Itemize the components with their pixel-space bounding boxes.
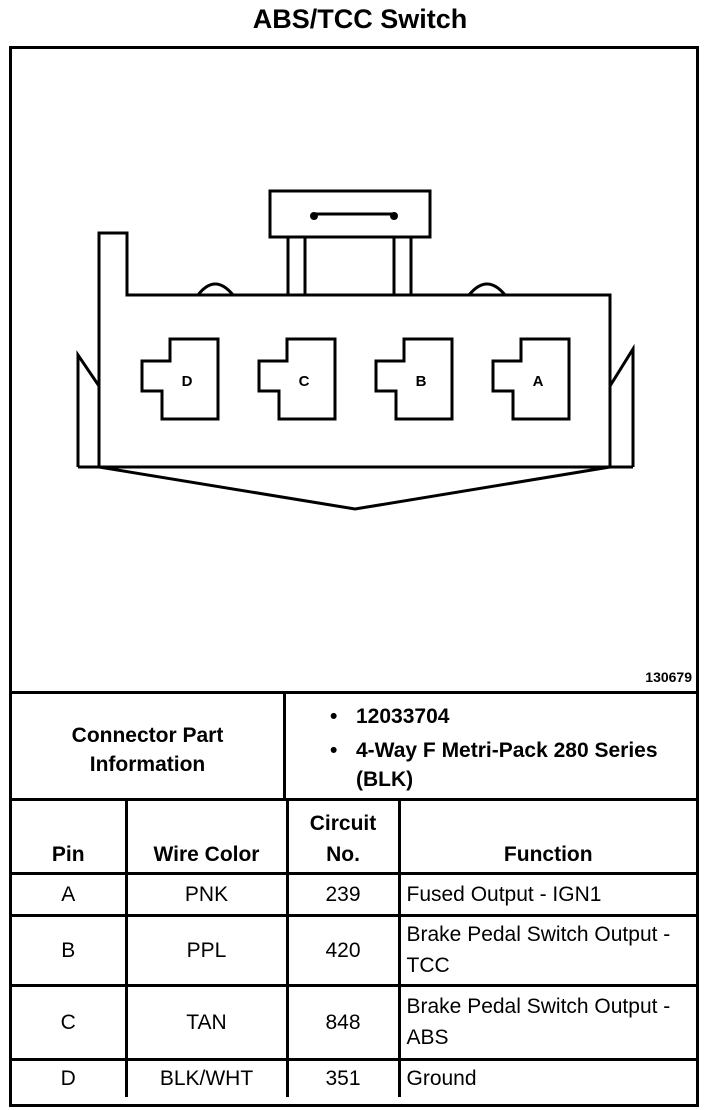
bottom-chevron [98, 465, 611, 511]
terminal-cavity-d [140, 337, 220, 421]
circuit-cell: 239 [285, 871, 401, 917]
latch-housing [268, 189, 432, 239]
table-row: A PNK 239 Fused Output - IGN1 [12, 871, 696, 917]
function-cell: Brake Pedal Switch Output - TCC [397, 913, 696, 987]
terminal-cavity-a [491, 337, 571, 421]
latch-pin-ends [310, 212, 398, 220]
pinout-table: Pin Wire Color Circuit No. Function A PN… [12, 801, 696, 1097]
function-cell: Fused Output - IGN1 [397, 871, 696, 917]
function-cell: Ground [397, 1057, 696, 1097]
circuit-cell: 351 [285, 1057, 401, 1097]
flange-right [608, 343, 635, 467]
circuit-cell: 848 [285, 983, 401, 1061]
latch-bump-right [467, 282, 507, 296]
header-function: Function [397, 801, 696, 875]
terminal-label-d: D [182, 373, 193, 390]
terminal-cavity-b [374, 337, 454, 421]
wire-color-cell: PPL [124, 913, 289, 987]
figure-id: 130679 [645, 669, 692, 685]
function-cell: Brake Pedal Switch Output - ABS [397, 983, 696, 1061]
connector-info: Connector Part Information 12033704 4-Wa… [12, 691, 696, 801]
header-pin: Pin [12, 801, 128, 875]
pin-cell: A [12, 871, 128, 917]
table-header-row: Pin Wire Color Circuit No. Function [12, 801, 696, 875]
header-circuit: Circuit No. [285, 801, 401, 875]
header-wire-color: Wire Color [124, 801, 289, 875]
pin-cell: B [12, 913, 128, 987]
terminal-label-c: C [299, 373, 310, 390]
table-row: D BLK/WHT 351 Ground [12, 1057, 696, 1097]
wire-color-cell: BLK/WHT [124, 1057, 289, 1097]
wire-color-cell: TAN [124, 983, 289, 1061]
latch-bump-left [196, 282, 235, 296]
terminal-label-b: B [416, 373, 427, 390]
table-row: B PPL 420 Brake Pedal Switch Output - TC… [12, 913, 696, 987]
connector-body [97, 231, 612, 469]
terminal-cavity-c [257, 337, 337, 421]
table-row: C TAN 848 Brake Pedal Switch Output - AB… [12, 983, 696, 1061]
connector-info-label: Connector Part Information [12, 694, 286, 798]
part-number: 12033704 [286, 702, 696, 731]
connector-info-list: 12033704 4-Way F Metri-Pack 280 Series (… [286, 694, 696, 798]
pin-cell: D [12, 1057, 128, 1097]
flange-left [76, 350, 101, 467]
terminal-label-a: A [533, 373, 544, 390]
connector-type: 4-Way F Metri-Pack 280 Series (BLK) [286, 736, 696, 794]
pin-cell: C [12, 983, 128, 1061]
wire-color-cell: PNK [124, 871, 289, 917]
circuit-cell: 420 [285, 913, 401, 987]
page-title: ABS/TCC Switch [252, 4, 468, 34]
